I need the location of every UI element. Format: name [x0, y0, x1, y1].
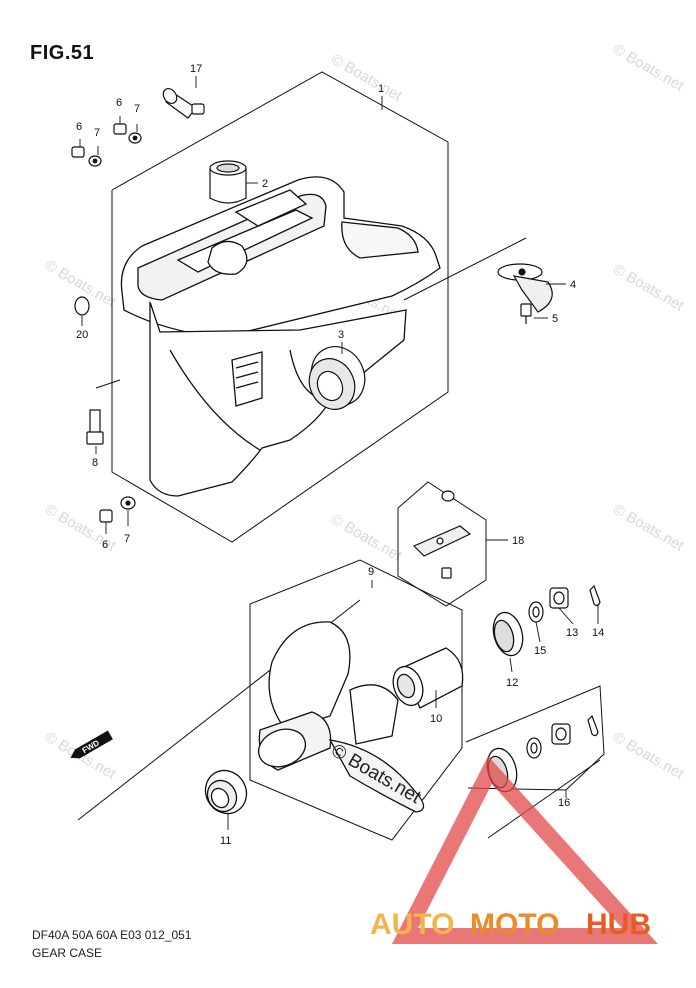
- watermark-text: © Boats.net: [328, 511, 405, 565]
- part-label: 6: [116, 97, 122, 109]
- anode-kit-frame: [397, 481, 487, 607]
- part-label: 14: [592, 627, 604, 639]
- propeller: [257, 621, 425, 813]
- center-watermark: © Boats.net: [328, 740, 425, 808]
- part-label: 16: [558, 797, 570, 809]
- part-label: 20: [76, 329, 88, 341]
- part-label: 6: [76, 121, 82, 133]
- anode-kit: [412, 490, 472, 579]
- part-label: 9: [368, 566, 374, 578]
- nut-kit-frame: [465, 685, 605, 791]
- watermark-text: © Boats.net: [610, 261, 687, 315]
- part-label: 3: [338, 329, 344, 341]
- part-label: 17: [190, 63, 202, 75]
- part-label: 4: [570, 279, 576, 291]
- part-label: 1: [378, 83, 384, 95]
- section-caption: GEAR CASE: [32, 946, 103, 960]
- part-label: 7: [94, 127, 100, 139]
- bearing: [308, 346, 366, 410]
- part-label: 7: [124, 533, 130, 545]
- bushing: [209, 160, 247, 204]
- model-caption: DF40A 50A 60A E03 012_051: [32, 928, 192, 942]
- trim-tab: [497, 263, 553, 313]
- part-label: 6: [102, 539, 108, 551]
- propeller-bushing: [392, 647, 464, 709]
- leader-lines: [79, 76, 599, 830]
- part-label: 8: [92, 457, 98, 469]
- trim-tab-bolt: [520, 303, 532, 324]
- brand-logo-part: HUB: [586, 908, 651, 941]
- watermark-text: © Boats.net: [610, 501, 687, 555]
- part-label: 5: [552, 313, 558, 325]
- gear-case-housing: [120, 176, 441, 497]
- part-label: 7: [134, 103, 140, 115]
- part-label: 2: [262, 178, 268, 190]
- part-label: 15: [534, 645, 546, 657]
- brand-logo-part: AUTO: [370, 908, 454, 941]
- drain-plug: [74, 296, 90, 316]
- part-label: 12: [506, 677, 518, 689]
- part-number-labels: 1 2 3 4 5 6 7 6 7 8 6 7 9 10 11 12 13 14…: [76, 63, 604, 847]
- long-bolt: [86, 409, 104, 445]
- gear-case-frame: [111, 71, 449, 543]
- part-label: 13: [566, 627, 578, 639]
- part-label: 11: [220, 835, 231, 847]
- watermark-layer: © Boats.net © Boats.net © Boats.net © Bo…: [42, 41, 687, 783]
- group-frames: [77, 71, 605, 841]
- propeller-nut-set: [526, 584, 601, 759]
- brand-logo-part: MOTO: [470, 908, 559, 941]
- figure-title: FIG.51: [30, 42, 95, 64]
- part-label: 10: [430, 713, 442, 725]
- watermark-text: © Boats.net: [610, 41, 687, 95]
- thrust-seal: [204, 769, 248, 815]
- small-bolts-washers: [71, 123, 142, 523]
- brand-logo: AUTO MOTO HUB: [370, 756, 659, 944]
- water-tube: [162, 87, 205, 119]
- part-label: 18: [512, 535, 524, 547]
- watermark-text: © Boats.net: [610, 729, 687, 783]
- propeller-frame: [249, 559, 463, 841]
